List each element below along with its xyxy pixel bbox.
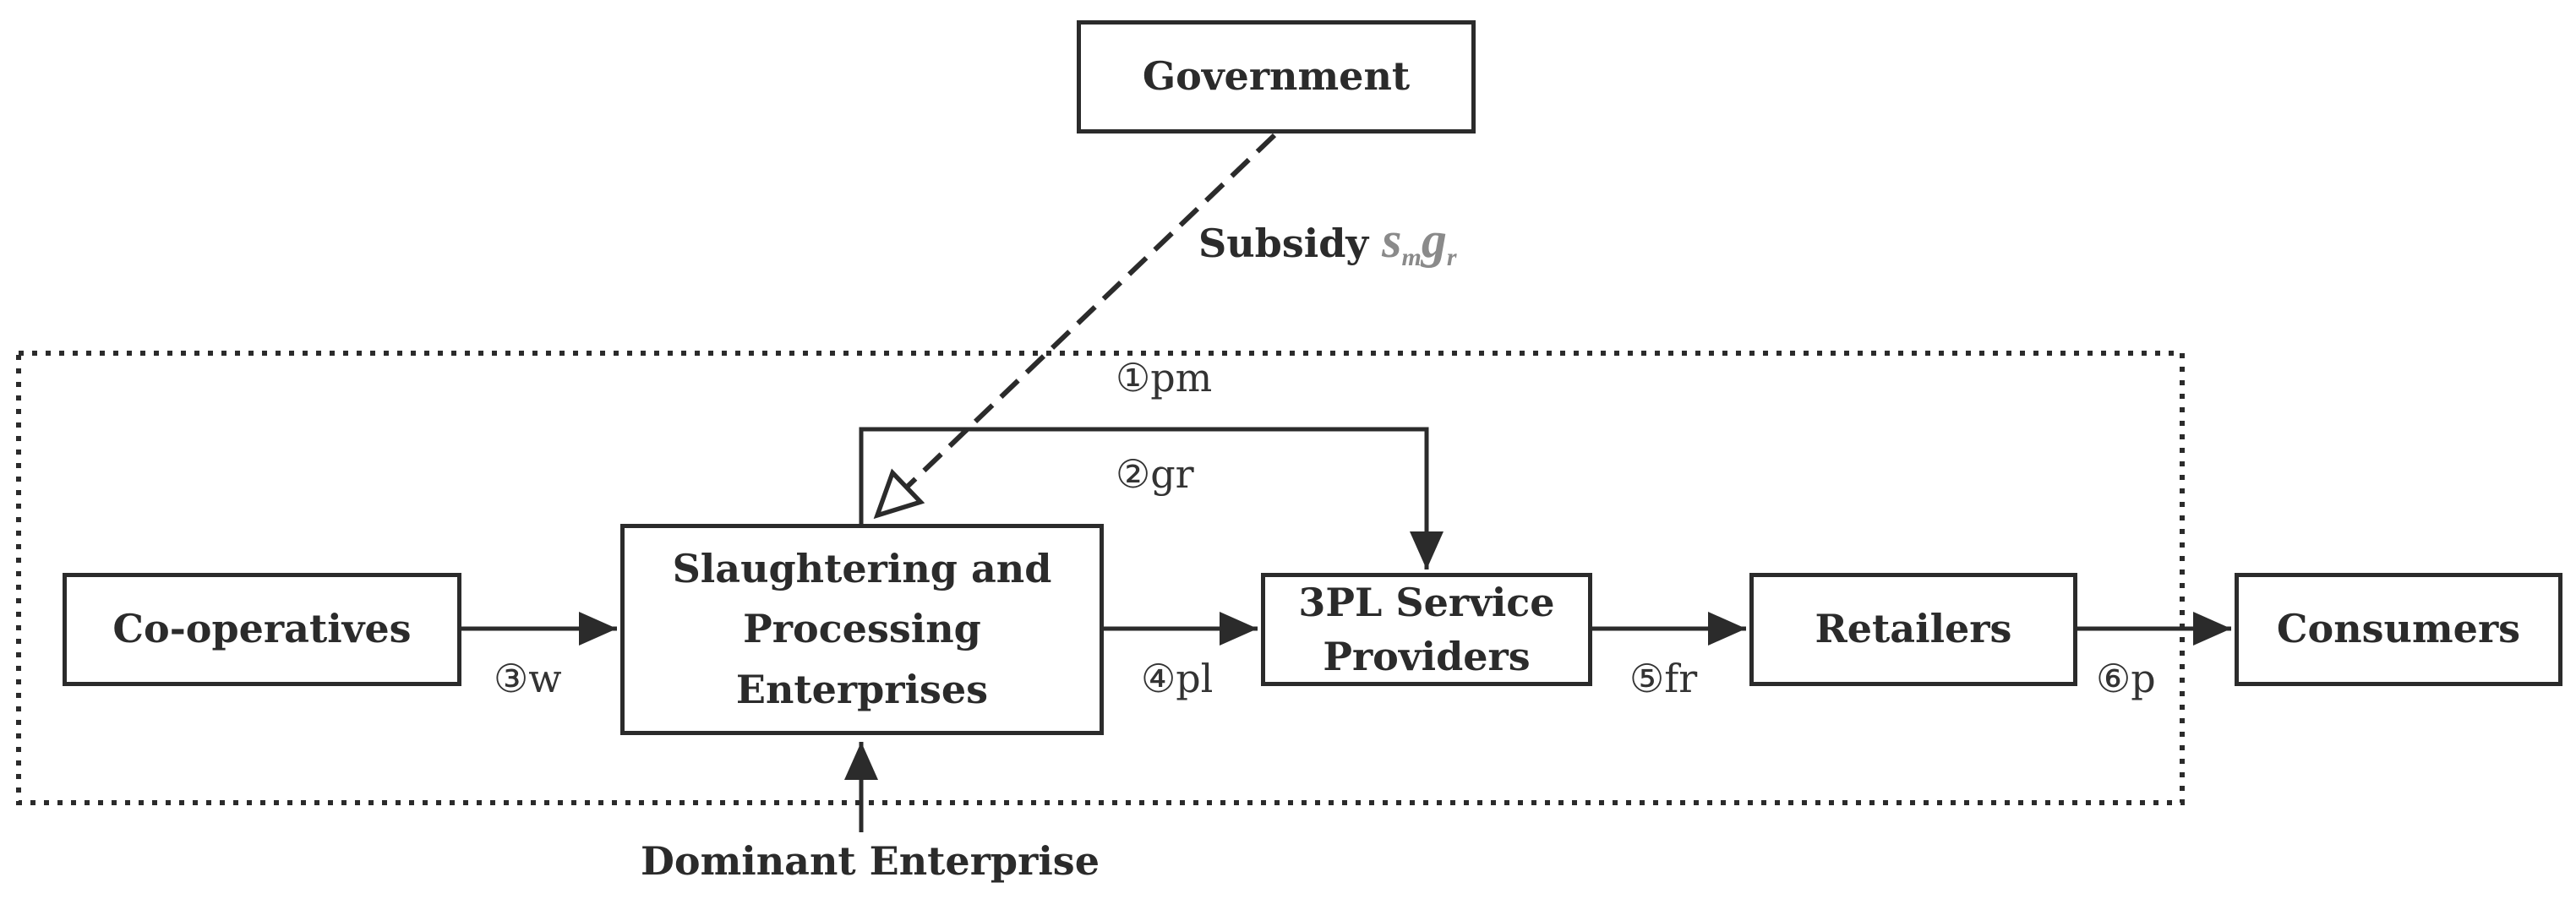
subsidy-symbol-g: gr xyxy=(1421,212,1457,271)
edge-label-gr: ②gr xyxy=(1116,451,1194,497)
government-box: Government xyxy=(1077,20,1476,134)
subsidy-text: Subsidy xyxy=(1198,221,1369,266)
government-label: Government xyxy=(1142,53,1411,100)
edge-label-pl: ④pl xyxy=(1141,656,1214,701)
slaughtering-label-line3: Enterprises xyxy=(735,666,989,712)
arrow-loop-pm-gr xyxy=(859,427,1444,569)
arrow-government-subsidy xyxy=(873,133,1277,520)
edge-label-w: ③w xyxy=(494,656,562,701)
slaughtering-box: Slaughtering and Processing Enterprises xyxy=(620,524,1104,735)
dominant-boundary xyxy=(16,351,2185,805)
subsidy-symbol-s: sm xyxy=(1382,212,1422,271)
3pl-label-line2: Providers xyxy=(1323,634,1531,679)
slaughtering-label-line2: Processing xyxy=(743,606,981,652)
slaughtering-label-line1: Slaughtering and xyxy=(672,546,1052,592)
retailers-label: Retailers xyxy=(1815,606,2012,652)
edge-label-fr: ⑤fr xyxy=(1629,656,1698,701)
edge-label-p: ⑥p xyxy=(2096,656,2156,701)
subsidy-label: Subsidy smgr xyxy=(1198,211,1457,272)
3pl-box: 3PL Service Providers xyxy=(1261,573,1592,686)
retailers-box: Retailers xyxy=(1749,573,2077,686)
edge-label-pm: ①pm xyxy=(1116,355,1213,401)
dominant-enterprise-label: Dominant Enterprise xyxy=(641,838,1100,884)
cooperatives-label: Co-operatives xyxy=(112,606,412,652)
3pl-label-line1: 3PL Service xyxy=(1298,579,1555,625)
consumers-label: Consumers xyxy=(2276,606,2521,652)
cooperatives-box: Co-operatives xyxy=(63,573,461,686)
consumers-box: Consumers xyxy=(2235,573,2562,686)
